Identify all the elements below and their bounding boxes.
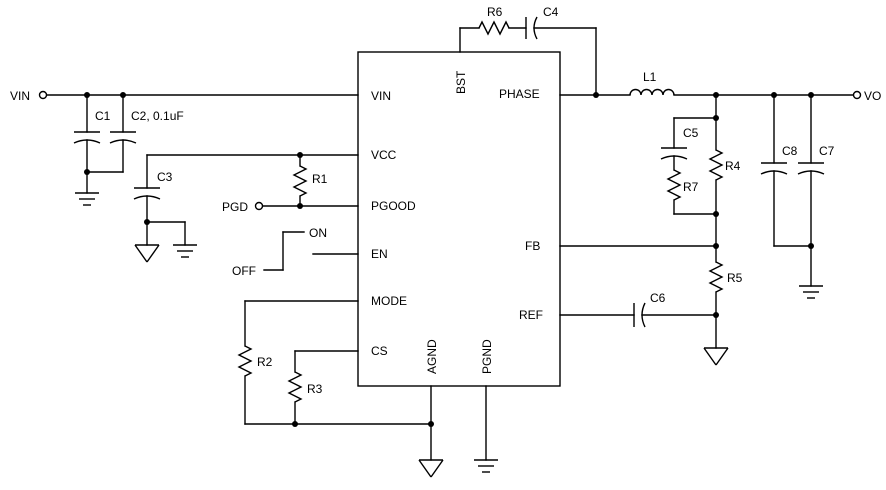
c2-label: C2, 0.1uF bbox=[131, 109, 184, 123]
capacitor-c8 bbox=[760, 94, 812, 247]
junction-dot bbox=[593, 92, 599, 98]
r1-label: R1 bbox=[312, 172, 328, 186]
signal-ground-icon bbox=[134, 244, 160, 263]
vo-terminal bbox=[852, 90, 862, 100]
junction-dot bbox=[713, 312, 719, 318]
resistor-r3 bbox=[287, 350, 303, 425]
ic-pin-mode: MODE bbox=[371, 294, 407, 308]
ic-pin-cs: CS bbox=[371, 344, 388, 358]
junction-dot bbox=[808, 243, 814, 249]
vin-port-label: VIN bbox=[10, 89, 30, 103]
capacitor-c3 bbox=[133, 154, 186, 246]
ic-pin-pgood: PGOOD bbox=[371, 199, 416, 213]
ic-pin-bst: BST bbox=[454, 70, 468, 94]
capacitor-c7 bbox=[797, 94, 825, 287]
pgd-terminal bbox=[254, 201, 264, 211]
junction-dot bbox=[84, 169, 90, 175]
r6-label: R6 bbox=[487, 5, 503, 19]
r7-label: R7 bbox=[683, 180, 699, 194]
c4-label: C4 bbox=[543, 5, 559, 19]
ground-symbol-icon bbox=[75, 192, 99, 206]
junction-dot bbox=[297, 203, 303, 209]
ground-symbol-icon bbox=[474, 459, 498, 473]
enable-switch bbox=[263, 231, 359, 271]
c8-label: C8 bbox=[782, 144, 798, 158]
junction-dot bbox=[713, 243, 719, 249]
ic-pin-phase: PHASE bbox=[499, 87, 540, 101]
resistor-r1 bbox=[292, 154, 308, 207]
ic-pin-vcc: VCC bbox=[371, 148, 397, 162]
ic-pin-vin: VIN bbox=[371, 89, 391, 103]
c7-label: C7 bbox=[819, 144, 835, 158]
l1-label: L1 bbox=[643, 70, 657, 84]
capacitor-c6 bbox=[559, 302, 717, 328]
ic-pin-ref: REF bbox=[519, 308, 543, 322]
on-label: ON bbox=[309, 226, 327, 240]
signal-ground-icon bbox=[703, 347, 729, 366]
resistor-r5 bbox=[708, 261, 724, 349]
r3-label: R3 bbox=[307, 382, 323, 396]
junction-dot bbox=[713, 115, 719, 121]
ic-pin-en: EN bbox=[371, 247, 388, 261]
inductor-l1 bbox=[629, 88, 675, 96]
ground-symbol-icon bbox=[799, 285, 823, 299]
junction-dot bbox=[144, 219, 150, 225]
junction-dot bbox=[428, 421, 434, 427]
off-label: OFF bbox=[232, 264, 256, 278]
capacitor-c2 bbox=[86, 94, 137, 173]
ground-symbol-icon bbox=[173, 244, 197, 258]
junction-dot bbox=[292, 421, 298, 427]
bootstrap-network bbox=[459, 16, 597, 96]
resistor-r2 bbox=[237, 300, 253, 425]
c3-label: C3 bbox=[157, 170, 173, 184]
signal-ground-icon bbox=[418, 459, 444, 478]
vo-port-label: VO bbox=[864, 89, 881, 103]
r4-label: R4 bbox=[725, 159, 741, 173]
c5-label: C5 bbox=[683, 126, 699, 140]
pgd-port-label: PGD bbox=[222, 200, 248, 214]
r2-label: R2 bbox=[257, 355, 273, 369]
ic-pin-pgnd: PGND bbox=[480, 339, 494, 374]
r5-label: R5 bbox=[727, 271, 743, 285]
c6-label: C6 bbox=[650, 291, 666, 305]
junction-dot bbox=[713, 211, 719, 217]
feedback-network bbox=[559, 94, 724, 263]
capacitor-c1 bbox=[73, 94, 101, 194]
ic-pin-fb: FB bbox=[525, 239, 540, 253]
c1-label: C1 bbox=[95, 109, 111, 123]
ic-pin-agnd: AGND bbox=[425, 339, 439, 374]
vin-terminal bbox=[38, 90, 48, 100]
controller-ic-body bbox=[357, 51, 561, 387]
